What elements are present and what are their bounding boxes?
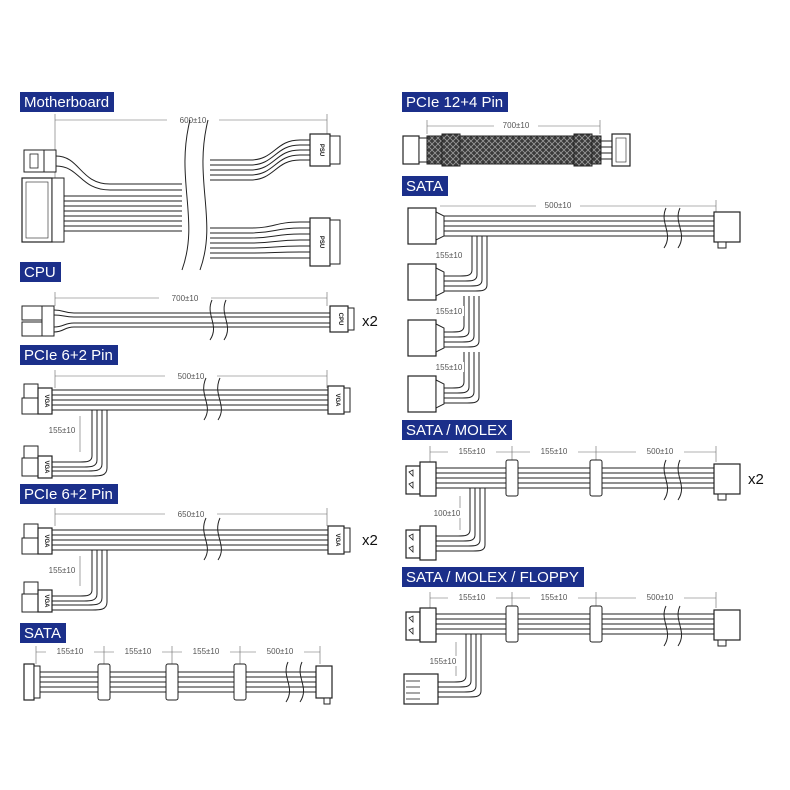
svg-text:CPU: CPU <box>337 313 343 326</box>
label-pcie-12-4: PCIe 12+4 Pin <box>402 92 509 112</box>
svg-text:VGA: VGA <box>43 534 49 548</box>
dim-sata-l4: 500±10 <box>267 647 294 656</box>
dim-sata-l2: 155±10 <box>125 647 152 656</box>
sata-cable-left: 155±10 155±10 155±10 500±10 <box>23 646 333 705</box>
pcie-6-2-cable-a: 500±10 VGA VGA 155±10 VGA <box>21 370 351 479</box>
cpu-multiplier: x2 <box>362 313 378 330</box>
pcie-b-multiplier: x2 <box>362 532 378 549</box>
svg-text:VGA: VGA <box>334 393 340 407</box>
dim-sata-r-b2: 155±10 <box>436 307 463 316</box>
sata-molex-cable: 155±10 155±10 500±10 x2 <box>405 446 764 561</box>
svg-text:VGA: VGA <box>334 533 340 547</box>
dim-sm-branch: 100±10 <box>434 509 461 518</box>
label-sata-left: SATA <box>20 623 66 643</box>
svg-text:PSU: PSU <box>318 236 324 248</box>
dim-smf-branch: 155±10 <box>430 657 457 666</box>
sata-cable-right: 500±10 <box>407 200 741 413</box>
dim-sm-1: 155±10 <box>459 447 486 456</box>
dim-cpu: 700±10 <box>172 294 199 303</box>
dim-motherboard: 600±10 <box>180 116 207 125</box>
label-sata-molex-floppy: SATA / MOLEX / FLOPPY <box>402 567 584 587</box>
svg-text:VGA: VGA <box>43 394 49 408</box>
pcie-6-2-cable-b: 650±10 VGA VGA x2 155±10 VGA <box>21 508 378 613</box>
cpu-cable: 700±10 CPU x2 <box>21 292 378 341</box>
dim-sata-r-b1: 155±10 <box>436 251 463 260</box>
dim-sm-3: 500±10 <box>647 447 674 456</box>
dim-sata-l3: 155±10 <box>193 647 220 656</box>
dim-smf-1: 155±10 <box>459 593 486 602</box>
pcie-12-4-cable: 700±10 <box>402 120 631 167</box>
dim-pcie-a-main: 500±10 <box>178 372 205 381</box>
dim-sata-r-b3: 155±10 <box>436 363 463 372</box>
label-sata-right: SATA <box>402 176 448 196</box>
label-cpu: CPU <box>20 262 61 282</box>
label-sata-molex: SATA / MOLEX <box>402 420 513 440</box>
dim-smf-3: 500±10 <box>647 593 674 602</box>
dim-pcie-b-branch: 155±10 <box>49 566 76 575</box>
sata-molex-floppy-cable: 155±10 155±10 500±10 155±10 <box>403 592 741 705</box>
dim-smf-2: 155±10 <box>541 593 568 602</box>
svg-text:VGA: VGA <box>43 460 49 474</box>
sata-molex-multiplier: x2 <box>748 471 764 488</box>
motherboard-cable: 600±10 PSU <box>21 114 341 271</box>
dim-sata-r-main: 500±10 <box>545 201 572 210</box>
label-pcie-6-2-a: PCIe 6+2 Pin <box>20 345 118 365</box>
dim-pcie124: 700±10 <box>503 121 530 130</box>
svg-text:PSU: PSU <box>318 144 324 156</box>
dim-sata-l1: 155±10 <box>57 647 84 656</box>
svg-text:VGA: VGA <box>43 594 49 608</box>
dim-sm-2: 155±10 <box>541 447 568 456</box>
label-pcie-6-2-b: PCIe 6+2 Pin <box>20 484 118 504</box>
label-motherboard: Motherboard <box>20 92 115 112</box>
dim-pcie-a-branch: 155±10 <box>49 426 76 435</box>
dim-pcie-b-main: 650±10 <box>178 510 205 519</box>
